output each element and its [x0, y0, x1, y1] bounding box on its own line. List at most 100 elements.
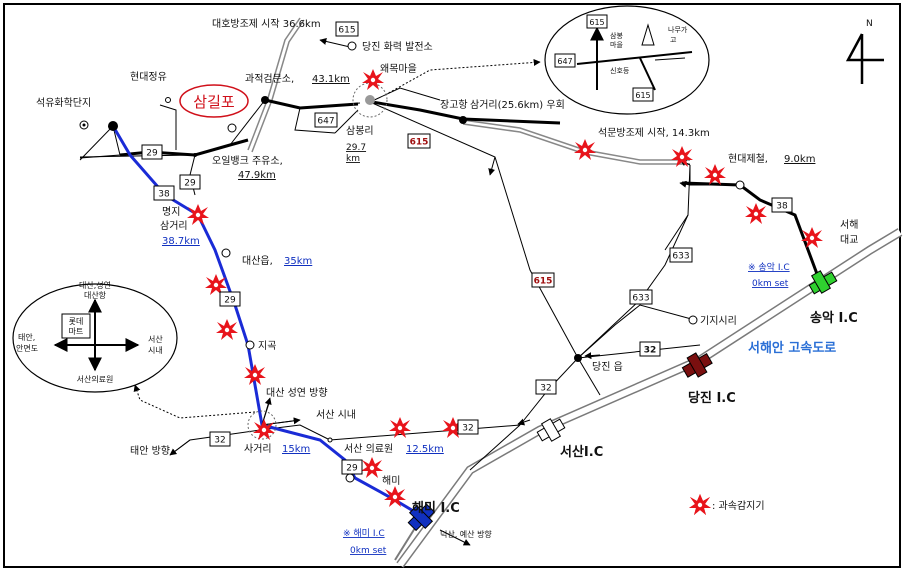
inset-left-top-2: 대산항 [84, 290, 107, 300]
haemi-set-km: 0km set [350, 546, 387, 556]
samgeori-label: 삼거리(25.6km) 우회 [470, 99, 565, 111]
sageori-label: 사거리 [244, 443, 272, 455]
dangjin-plant-label: 당진 화력 발전소 [362, 41, 433, 53]
legend: : 과속감지기 [689, 494, 765, 515]
legend-camera-label: : 과속감지기 [712, 500, 765, 512]
deoksan-direction: 덕산, 예산 방향 [440, 529, 492, 539]
oilbank-km: 47.9km [238, 170, 276, 181]
inset-right-store: 신호등 [610, 66, 630, 75]
sambong-km-unit: km [346, 154, 360, 164]
waemok-label: 왜목마을 [380, 63, 417, 75]
gwaejeok-km: 43.1km [312, 74, 350, 85]
route-633-shield: 633 [672, 252, 689, 262]
daesan-label: 대산읍, [242, 255, 273, 267]
gijisiri-label: 기지시리 [700, 315, 737, 327]
inset-right-tree-2: 고 [670, 36, 677, 44]
route-38-shield: 38 [158, 190, 170, 200]
route-647-shield: 647 [317, 117, 334, 127]
route-38-shield: 38 [776, 202, 788, 212]
sageori-junction-circle [247, 410, 277, 440]
inset-right-village-1: 삼봉 [610, 31, 623, 40]
songak-set-label: ※ 송악 I.C [748, 261, 790, 273]
route-29-shield: 29 [184, 179, 196, 189]
inset-left-top-1: 대산,성연 [79, 280, 111, 290]
hyundai-oil-label: 현대정유 [130, 71, 167, 83]
medical-km: 12.5km [406, 444, 444, 455]
inset-left-left-2: 안면도 [16, 343, 38, 353]
hyundai-steel-km: 9.0km [784, 154, 815, 165]
inset-left-lotte-2: 마트 [69, 327, 84, 336]
sambong-junction-circle [352, 82, 388, 118]
songak-ic-label: 송악 I.C [810, 310, 858, 326]
inset-connectors [133, 58, 541, 419]
route-32-shield: 32 [462, 424, 473, 434]
inset-left-bottom: 서산의료원 [77, 374, 114, 384]
samgilpo-label: 삼길포 [193, 93, 235, 111]
petro-label: 석유화학단지 [36, 97, 91, 109]
direction-arrows [169, 38, 691, 546]
seohae-bridge-label: 서해 [840, 218, 858, 231]
daesan-km: 35km [284, 256, 312, 267]
samgilpo-highlight [179, 84, 249, 118]
seosan-city-label: 서산 시내 [316, 409, 356, 421]
inset-right-bottom-shield: 615 [635, 91, 650, 100]
map-nodes [79, 41, 745, 483]
inset-right-village-2: 마을 [610, 40, 623, 49]
seosan-ic-marker [536, 418, 566, 442]
inset-left-right-2: 시내 [148, 346, 163, 355]
gwaejeok-label: 과적검문소, [245, 73, 294, 85]
route-32-shield: 32 [214, 436, 225, 446]
seosan-ic-label: 서산I.C [560, 444, 603, 460]
seohae-bridge-label-2: 대교 [840, 234, 858, 246]
sambong-label: 삼봉리 [346, 125, 374, 137]
myeongji-label-2: 삼거리 [160, 220, 188, 232]
dangjin-ic-label: 당진 I.C [688, 390, 736, 406]
haemi-ic-marker [407, 503, 436, 532]
jigok-label: 지곡 [258, 340, 276, 352]
janggo-label: 장고항 [440, 99, 468, 111]
oilbank-label: 오일뱅크 주유소, [212, 155, 283, 167]
songak-set-km: 0km set [752, 279, 789, 289]
route-32-shield: 32 [540, 384, 551, 394]
sambong-junction-dot [365, 95, 375, 105]
myeongji-label: 명지 [162, 206, 180, 218]
route-shields: 29 29 38 29 29 647 615 615 615 633 633 3… [141, 21, 793, 475]
daesan-direction: 대산 성연 방향 [266, 387, 328, 399]
haemi-label: 해미 [382, 474, 400, 487]
sageori-km: 15km [282, 444, 310, 455]
inset-left-left-1: 태안, [18, 332, 35, 342]
inset-right-top-shield: 615 [589, 18, 604, 27]
inset-right-tree-1: 나무가 [668, 25, 688, 34]
dangjin-eup-label: 당진 읍 [592, 361, 623, 373]
haemi-set-label: ※ 해미 I.C [343, 528, 385, 539]
inset-right-left-shield: 647 [557, 57, 572, 66]
seokmun-label: 석문방조제 시작, 14.3km [598, 127, 710, 139]
map-frame [3, 3, 901, 568]
inset-left-right-1: 서산 [148, 334, 163, 344]
tree-icon [641, 23, 655, 46]
taean-direction: 태안 방향 [130, 445, 170, 457]
route-29-shield: 29 [224, 296, 236, 306]
north-letter: N [866, 19, 873, 29]
medical-label: 서산 의료원 [344, 443, 393, 455]
songak-ic-marker [808, 270, 838, 295]
inset-left-lotte-1: 롯데 [69, 317, 84, 326]
route-633-shield: 633 [632, 294, 649, 304]
route-615-shield: 615 [534, 277, 553, 287]
inset-sambong: 615 647 615 삼봉 마을 신호등 나무가 고 [544, 5, 710, 115]
north-arrow: N [845, 19, 884, 84]
dangjin-ic-marker [681, 352, 713, 378]
sambong-km: 29.7 [346, 143, 366, 153]
hyundai-steel-label: 현대제철, [728, 153, 768, 165]
route-29-shield: 29 [346, 464, 358, 474]
haemi-ic-label: 해미 I.C [412, 500, 460, 516]
place-labels: 대호방조제 시작 36.6km 당진 화력 발전소 왜목마을 장고항 현대정유 … [36, 18, 858, 556]
route-32-shield: 32 [644, 346, 657, 356]
route-615-shield: 615 [338, 26, 355, 36]
inset-sageori: 대산,성연 대산항 롯데 마트 태안, 안면도 서산 시내 서산의료원 [12, 280, 178, 393]
daeho-label: 대호방조제 시작 36.6km [212, 18, 321, 30]
route-29-shield: 29 [146, 149, 158, 159]
route-615-shield: 615 [410, 138, 429, 148]
